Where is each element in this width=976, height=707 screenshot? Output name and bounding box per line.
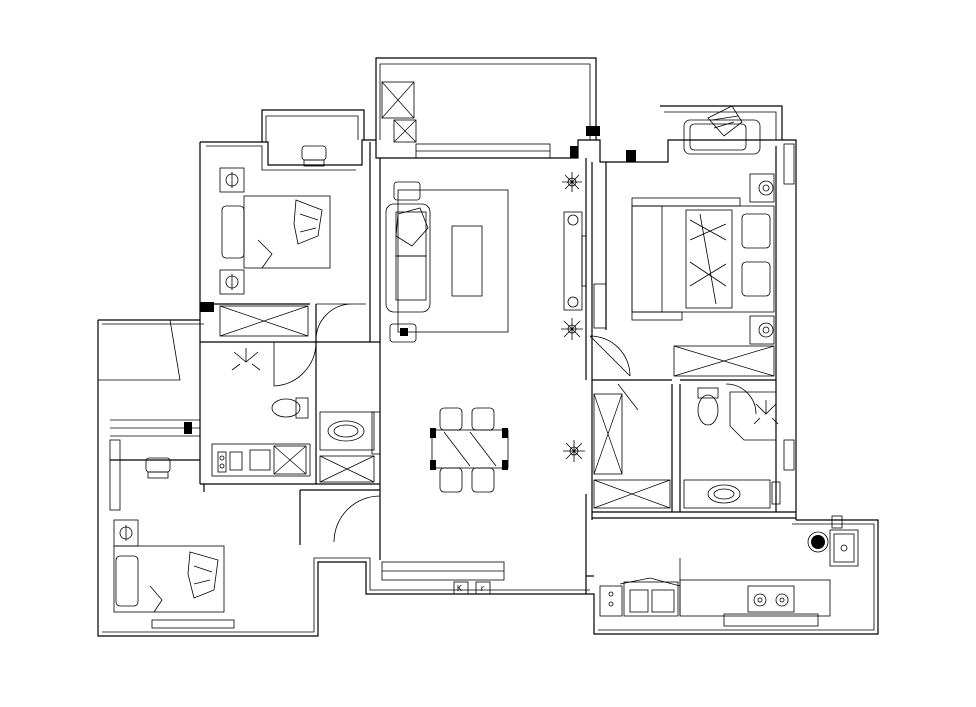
plant-icons	[561, 172, 585, 462]
wardrobe-top-left	[219, 305, 309, 337]
switch-k-label: K	[457, 584, 462, 593]
balcony-left-bottom	[98, 319, 200, 437]
kitchen	[599, 515, 859, 627]
bathroom-left	[211, 348, 381, 483]
master-bedroom	[631, 105, 775, 377]
balcony-right-top	[660, 105, 783, 140]
switch-r[interactable]	[475, 581, 491, 595]
bedroom-bottom-left	[113, 457, 225, 613]
doors	[273, 303, 757, 543]
switch-k[interactable]	[453, 581, 469, 595]
balcony-left-top	[261, 109, 365, 142]
living-room	[385, 181, 607, 343]
entry-switches: K r	[453, 581, 491, 595]
structural-columns	[184, 126, 636, 434]
switch-r-label: r	[480, 584, 485, 593]
balcony-top	[375, 57, 597, 143]
windows	[109, 143, 795, 629]
bathroom-right	[593, 387, 781, 509]
dining-set	[430, 407, 509, 493]
bedroom-top-left	[219, 145, 331, 295]
